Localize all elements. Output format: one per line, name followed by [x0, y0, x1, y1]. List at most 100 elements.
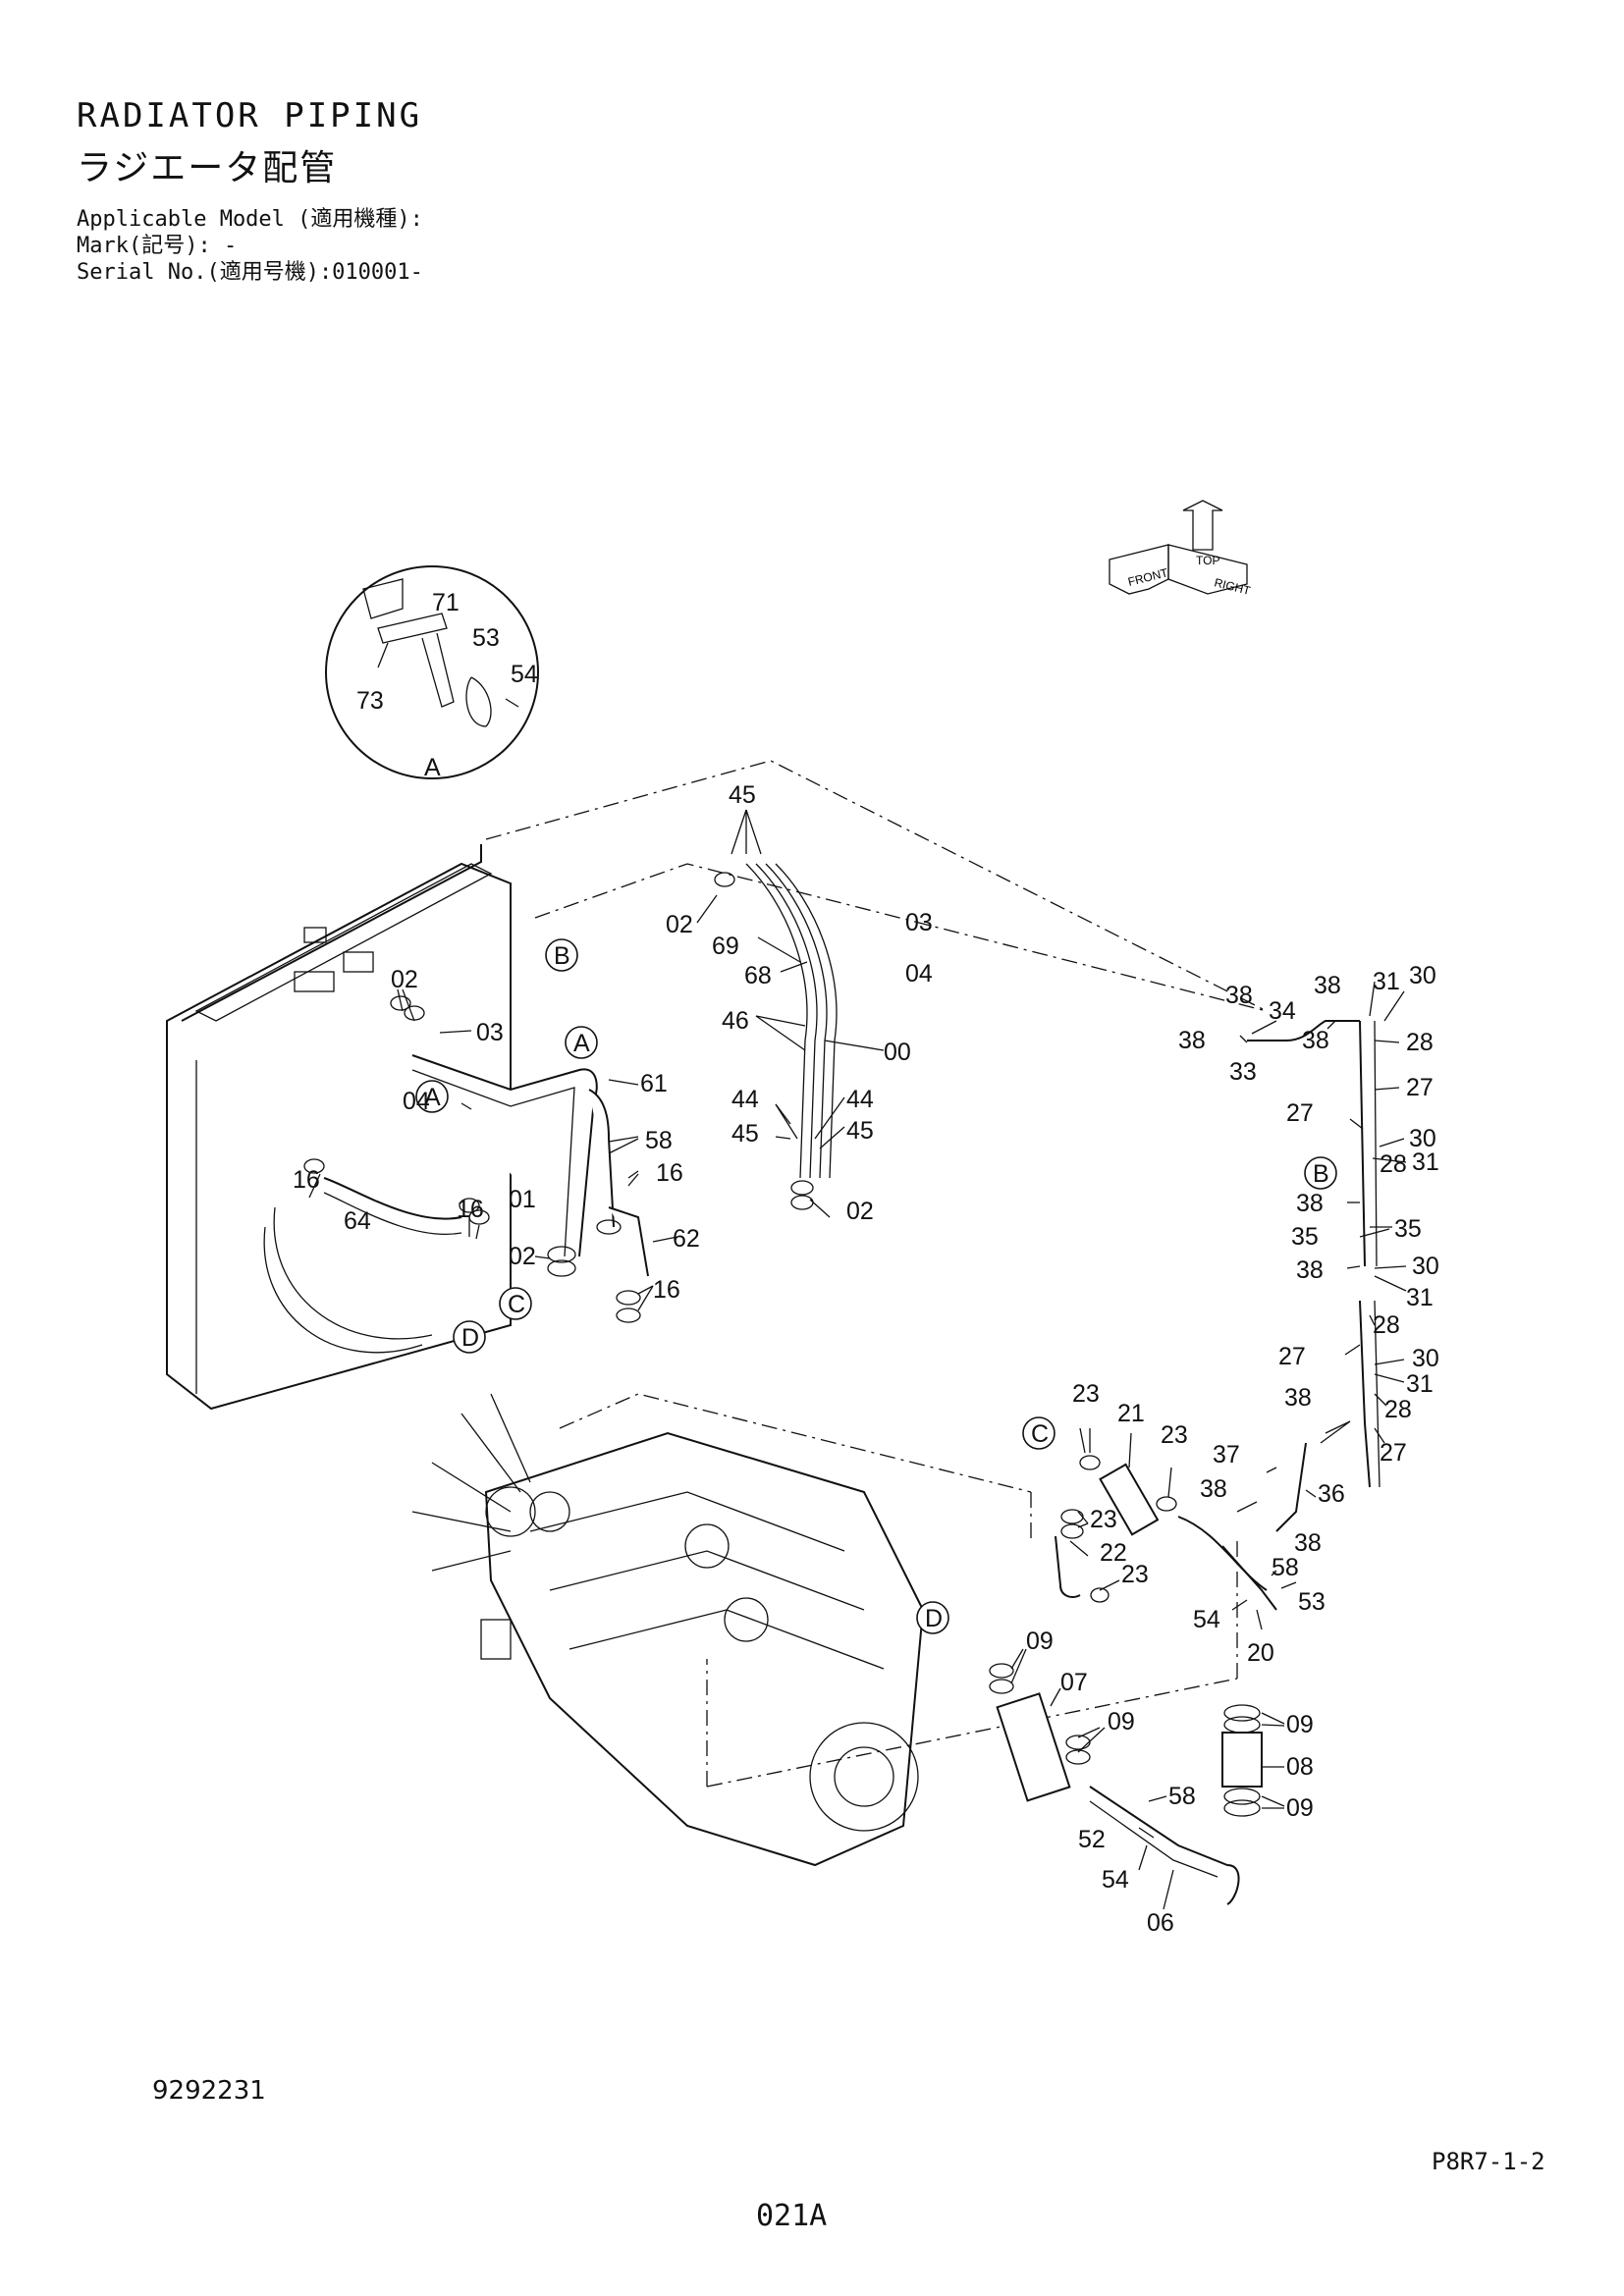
- callout-27-a: 27: [1406, 1074, 1434, 1101]
- callout-27-c: 27: [1278, 1343, 1306, 1370]
- callout-08: 08: [1286, 1753, 1314, 1781]
- callout-16-right: 16: [656, 1159, 683, 1187]
- bundle-46: [745, 863, 838, 1179]
- callout-16-left: 16: [293, 1166, 320, 1194]
- callout-20: 20: [1247, 1639, 1274, 1667]
- callout-16-lower: 16: [653, 1276, 680, 1304]
- callout-38-b: 38: [1314, 972, 1341, 999]
- callout-21: 21: [1117, 1400, 1145, 1427]
- callout-44-left: 44: [731, 1086, 759, 1113]
- callout-69: 69: [712, 933, 739, 960]
- callout-04-top: 04: [905, 960, 933, 988]
- callout-30-top: 30: [1409, 962, 1436, 989]
- ref-circle-a-lower: A: [415, 1080, 449, 1113]
- svg-text:D: D: [461, 1324, 479, 1352]
- callout-38-e: 38: [1296, 1190, 1324, 1217]
- callout-64: 64: [344, 1207, 371, 1235]
- ref-circle-b-radiator: B: [545, 938, 578, 972]
- hose-21: [1099, 1463, 1160, 1536]
- callout-54-right: 54: [1193, 1606, 1220, 1633]
- callout-28-b: 28: [1380, 1150, 1407, 1178]
- callout-02-radiator: 02: [391, 966, 418, 993]
- callout-03-top: 03: [905, 909, 933, 936]
- clamp-rings: [303, 872, 1261, 1817]
- svg-text:D: D: [925, 1605, 943, 1632]
- detail-a-part-73: 73: [356, 687, 384, 715]
- radiator-assembly: [166, 844, 512, 1411]
- callout-28-c: 28: [1373, 1311, 1400, 1339]
- detail-a-part-71: 71: [432, 589, 460, 616]
- serial-number-line: Serial No.(適用号機):010001-: [77, 260, 423, 285]
- callout-23-c: 23: [1090, 1506, 1117, 1533]
- callout-38-c: 38: [1178, 1027, 1206, 1054]
- callout-04-radiator: 04: [403, 1088, 430, 1115]
- callout-27-b: 27: [1286, 1099, 1314, 1127]
- document-number: 9292231: [152, 2076, 266, 2106]
- callout-03-radiator: 03: [476, 1019, 504, 1046]
- ref-circle-d-right: D: [916, 1601, 949, 1634]
- callout-44-right: 44: [846, 1086, 874, 1113]
- applicable-model-line: Applicable Model (適用機種):: [77, 207, 423, 232]
- pipe-06: [1089, 1786, 1240, 1905]
- callout-09-a: 09: [1026, 1628, 1054, 1655]
- detail-a: 71 53 54 73 A: [325, 565, 539, 781]
- callout-22: 22: [1100, 1539, 1127, 1567]
- callout-38-h: 38: [1200, 1475, 1227, 1503]
- detail-a-part-53: 53: [472, 624, 500, 652]
- callout-23-a: 23: [1072, 1380, 1100, 1408]
- ref-circle-c-right: C: [1022, 1416, 1056, 1450]
- callout-33: 33: [1229, 1058, 1257, 1086]
- callout-09-c: 09: [1286, 1711, 1314, 1738]
- ref-circle-a-upper: A: [565, 1026, 598, 1059]
- callout-31-c: 31: [1406, 1370, 1434, 1398]
- callout-68: 68: [744, 962, 772, 989]
- callout-54-lower: 54: [1102, 1866, 1129, 1894]
- hose-08: [1221, 1732, 1263, 1788]
- callout-53: 53: [1298, 1588, 1326, 1616]
- callout-62: 62: [673, 1225, 700, 1253]
- callout-35-b: 35: [1394, 1215, 1422, 1243]
- callout-23-b: 23: [1161, 1421, 1188, 1449]
- callout-31-b: 31: [1406, 1284, 1434, 1311]
- svg-text:A: A: [573, 1030, 590, 1057]
- part-callouts: 45 02 69 03 68 04 46 00 44 44 45 45 02 0…: [293, 781, 1439, 1937]
- page-reference: P8R7-1-2: [1432, 2148, 1545, 2175]
- hose-62: [608, 1206, 649, 1277]
- page-title-japanese: ラジエータ配管: [77, 148, 338, 188]
- callout-58-lower: 58: [1168, 1783, 1196, 1810]
- leader-lines: [308, 809, 1407, 1910]
- hose-64: [323, 1177, 462, 1220]
- detail-a-letter: A: [424, 754, 441, 781]
- hose-61: [588, 1089, 615, 1228]
- callout-38-f: 38: [1296, 1256, 1324, 1284]
- callout-02-lower: 02: [509, 1243, 536, 1270]
- callout-45-top: 45: [729, 781, 756, 809]
- callout-36: 36: [1318, 1480, 1345, 1508]
- svg-text:B: B: [554, 942, 570, 970]
- callout-58-right: 58: [1272, 1554, 1299, 1581]
- ref-circle-c-radiator: C: [499, 1287, 532, 1320]
- hose-22: [1055, 1535, 1081, 1598]
- callout-27-d: 27: [1380, 1439, 1407, 1467]
- callout-06: 06: [1147, 1909, 1174, 1937]
- callout-38-a: 38: [1225, 982, 1253, 1009]
- mark-line: Mark(記号): -: [77, 234, 238, 258]
- callout-31-a: 31: [1412, 1148, 1439, 1176]
- callout-02-top: 02: [666, 911, 693, 938]
- ref-circle-b-right: B: [1304, 1156, 1337, 1190]
- callout-28-a: 28: [1406, 1029, 1434, 1056]
- engine-block: [411, 1393, 925, 1867]
- pipe-20: [1177, 1516, 1268, 1591]
- detail-a-part-54: 54: [511, 661, 538, 688]
- callout-00: 00: [884, 1039, 911, 1066]
- svg-text:B: B: [1313, 1160, 1329, 1188]
- callout-30-a: 30: [1409, 1125, 1436, 1152]
- callout-37: 37: [1213, 1441, 1240, 1468]
- callout-31-top: 31: [1373, 968, 1400, 995]
- page-title: RADIATOR PIPING: [77, 96, 423, 135]
- svg-text:C: C: [1031, 1420, 1049, 1448]
- callout-35-a: 35: [1291, 1223, 1319, 1251]
- page-number: 021A: [756, 2199, 828, 2233]
- callout-23-d: 23: [1121, 1561, 1149, 1588]
